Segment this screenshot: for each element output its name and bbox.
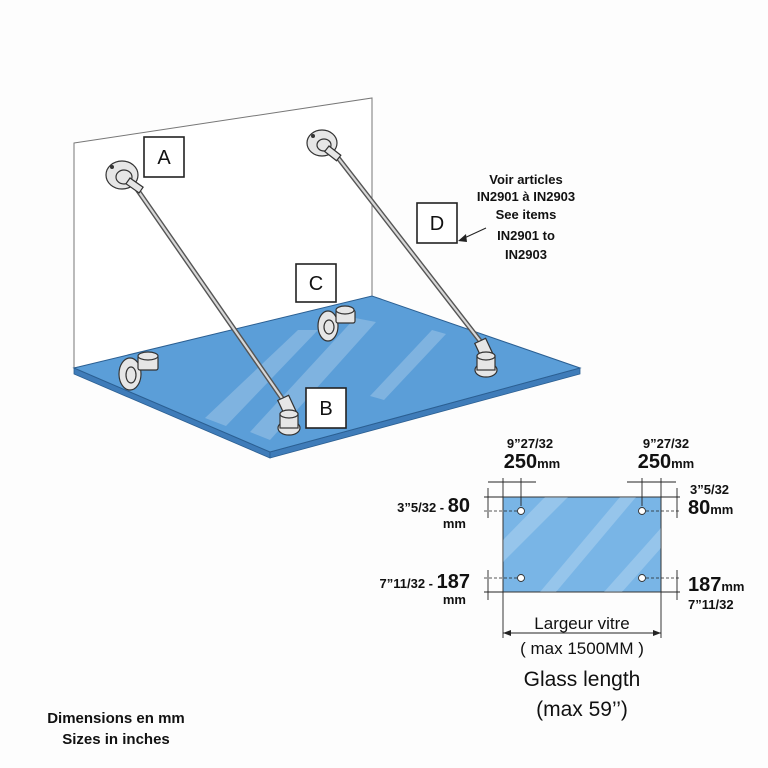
width-label-en: Glass length: [524, 668, 641, 691]
units-note-en: Sizes in inches: [62, 731, 170, 748]
dim-left-inches: 9”27/32: [507, 436, 553, 451]
note-d-line4: IN2901 to: [497, 228, 555, 243]
callout-c: C: [309, 273, 323, 295]
callout-d-box: [416, 202, 458, 244]
dim-arrow-right: [653, 630, 661, 636]
callout-a: A: [157, 147, 171, 169]
units-note-fr: Dimensions en mm: [47, 710, 185, 727]
dim-top-left-label: 3”5/32 - 80: [397, 495, 470, 517]
dim-top-left-unit: mm: [443, 516, 466, 531]
callout-b: B: [319, 398, 332, 420]
wall-bracket-right: [306, 129, 342, 162]
width-label-en-max: (max 59’’): [536, 698, 628, 721]
dim-bottom-right-mm: 187mm: [688, 574, 745, 596]
dim-top-right-mm: 80mm: [688, 497, 733, 519]
hole-top-left: [517, 507, 525, 515]
panel-reflection: [604, 528, 661, 592]
note-d-line1: Voir articles: [489, 172, 562, 187]
dim-arrow-left: [503, 630, 511, 636]
glass-fitting-right: [473, 337, 498, 378]
note-d-line5: IN2903: [505, 247, 547, 262]
tension-rod-left-highlight: [130, 180, 288, 406]
hole-top-right: [638, 507, 646, 515]
callout-a-box: [143, 136, 185, 178]
glass-fitting-left: [276, 394, 301, 436]
dim-bottom-right-inches: 7”11/32: [688, 597, 734, 612]
note-d-line3: See items: [496, 207, 557, 222]
width-label-fr-max: ( max 1500MM ): [520, 639, 644, 658]
panel-reflection: [503, 497, 568, 562]
glass-support-left: [118, 351, 159, 391]
dim-right-mm: 250mm: [638, 451, 695, 473]
note-d-line2: IN2901 à IN2903: [477, 189, 575, 204]
hole-bottom-left: [517, 574, 525, 582]
note-d-arrowhead: [458, 234, 467, 242]
glass-reflection: [370, 330, 446, 400]
dim-left-mm: 250mm: [504, 451, 561, 473]
dim-bottom-left-unit: mm: [443, 592, 466, 607]
wall-bracket-left: [105, 160, 144, 194]
callout-c-box: [295, 263, 337, 303]
dim-top-right-inches: 3”5/32: [690, 482, 729, 497]
callout-b-box: [305, 387, 347, 429]
dim-right-inches: 9”27/32: [643, 436, 689, 451]
glass-reflection: [205, 330, 318, 426]
panel-reflection: [540, 497, 636, 592]
glass-panel-plan: [502, 496, 662, 593]
tension-rod-right-highlight: [330, 148, 486, 348]
callout-d: D: [430, 213, 444, 235]
width-label-fr: Largeur vitre: [534, 614, 629, 633]
hole-bottom-right: [638, 574, 646, 582]
dim-bottom-left-label: 7”11/32 - 187: [380, 571, 470, 593]
glass-canopy: [72, 295, 582, 453]
glass-support-right: [317, 305, 356, 342]
